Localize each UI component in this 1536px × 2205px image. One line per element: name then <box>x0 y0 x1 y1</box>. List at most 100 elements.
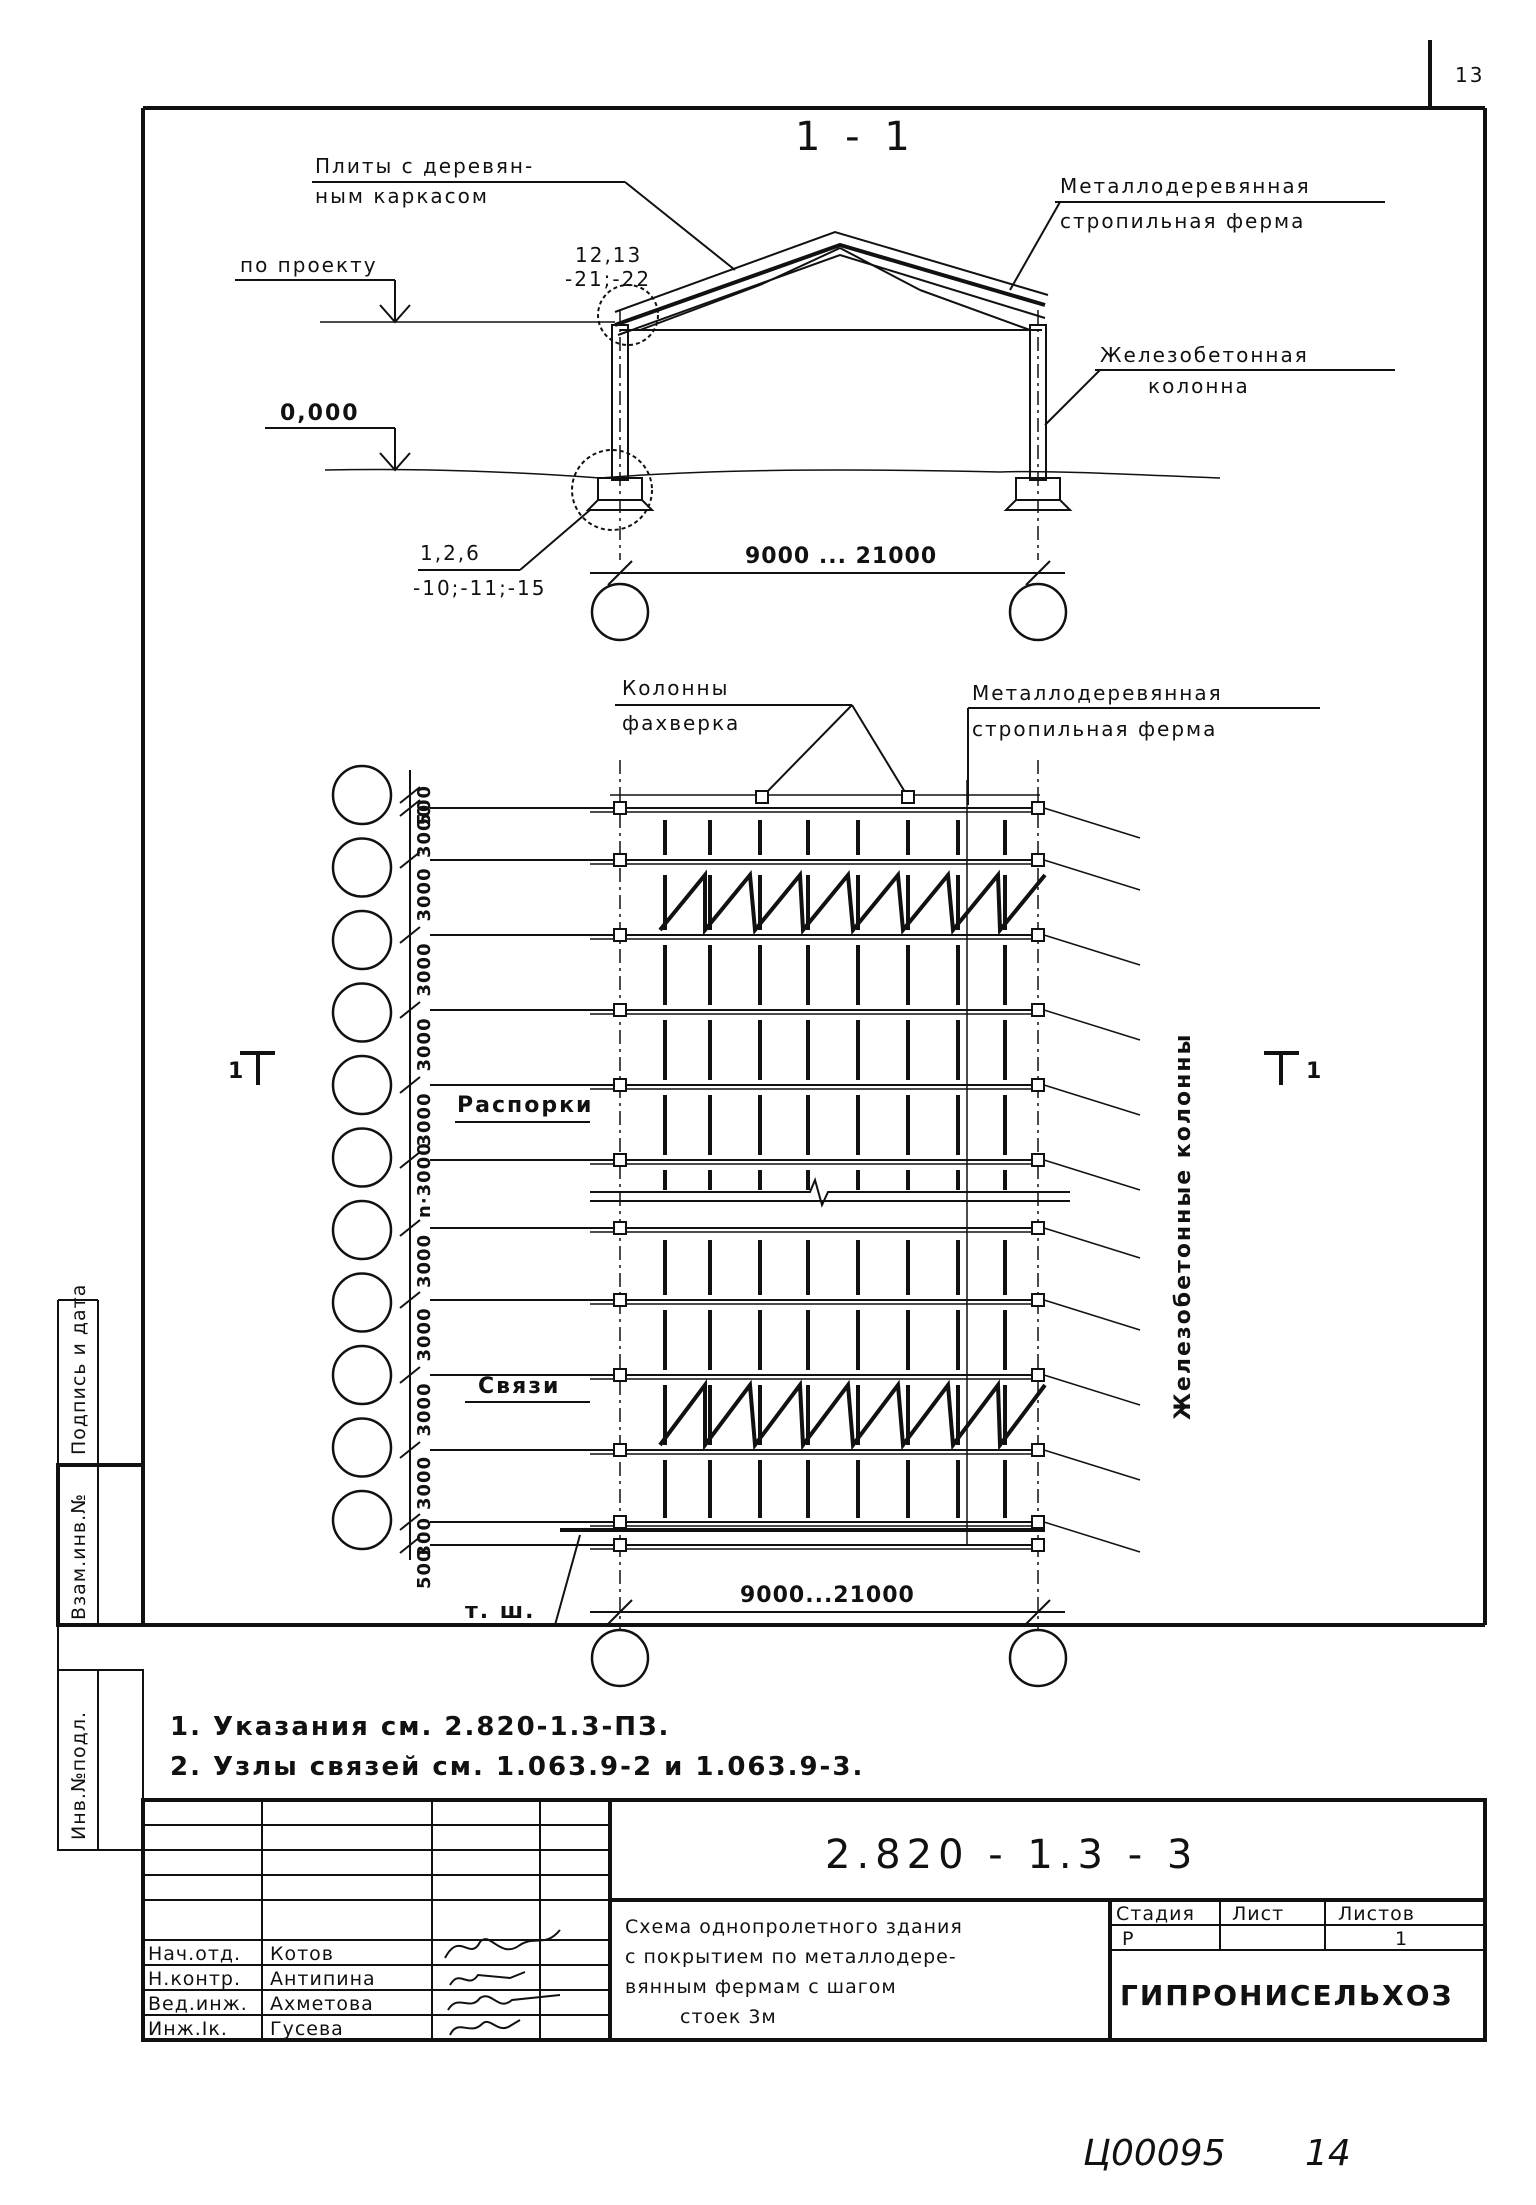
axis-bubble-row <box>331 764 393 826</box>
plan-view: Колонны фахверка Металлодеревянная строп… <box>228 676 1321 1688</box>
column-marker-left <box>613 853 627 867</box>
column-marker-left <box>613 1078 627 1092</box>
label-fachwerk-1: Колонны <box>622 676 729 700</box>
label-plan-truss-1: Металлодеревянная <box>972 681 1223 705</box>
plan-columns-right <box>1031 801 1141 1553</box>
dimension-tick <box>399 1076 421 1094</box>
label-bracing: Связи <box>478 1374 560 1399</box>
pitch-dimension-label: 3000 <box>414 1092 435 1146</box>
signature-2 <box>449 1971 526 1986</box>
dimension-tick <box>399 786 421 804</box>
title-block: 2.820 - 1.3 - 3 Схема однопролетного зда… <box>141 1798 1487 2042</box>
label-node-top-2: -21;-22 <box>565 267 651 291</box>
axis-bubble-section-left <box>590 582 650 642</box>
column-tie-line <box>1043 1159 1141 1191</box>
label-level-zero: 0,000 <box>280 401 360 426</box>
pitch-dimension-label: 3000 <box>414 1234 435 1288</box>
column-marker-left <box>613 1003 627 1017</box>
column-marker-left <box>613 1293 627 1307</box>
column-marker-left <box>613 1515 627 1529</box>
signature-4 <box>449 2019 521 2036</box>
plan-pitch-dimensions: 50030003000300030003000n·300030003000300… <box>399 770 435 1589</box>
note-1: 1. Указания см. 2.820-1.3-ПЗ. <box>170 1712 670 1742</box>
sheets-header: Листов <box>1338 1903 1415 1925</box>
axis-bubble-row <box>331 1489 393 1551</box>
staff-role-1: Нач.отд. <box>148 1943 241 1965</box>
signature-1 <box>444 1929 561 1959</box>
axis-bubble-row <box>331 837 393 898</box>
dimension-tick <box>399 1536 421 1554</box>
axis-bubble-plan-left <box>590 1628 650 1688</box>
bottom-code: Ц00095 <box>1083 2133 1225 2174</box>
label-node-bottom-1: 1,2,6 <box>420 541 481 565</box>
label-slabs-1: Плиты с деревян- <box>315 154 534 178</box>
stamp-cell-signature-date: Подпись и дата <box>68 1284 90 1455</box>
column-marker-left <box>613 1538 627 1552</box>
pitch-dimension-label: 300 <box>414 1517 435 1558</box>
label-tsh: т. ш. <box>465 1599 536 1624</box>
stamp-cell-inventory: Инв.№подл. <box>68 1711 90 1840</box>
staff-name-4: Гусева <box>270 2018 344 2040</box>
dimension-tick <box>399 1219 421 1237</box>
column-marker-left <box>613 928 627 942</box>
signature-3 <box>447 1994 561 2011</box>
stage-header: Стадия <box>1116 1903 1195 1925</box>
section-span-dim: 9000 ... 21000 <box>745 544 937 569</box>
plan-rails <box>560 794 1070 1532</box>
title-desc-2: с покрытием по металлодере- <box>625 1946 957 1968</box>
dimension-tick <box>399 1151 421 1169</box>
label-rc-column-2: колонна <box>1148 374 1250 398</box>
pitch-dimension-label: 3000 <box>414 867 435 921</box>
column-tie-line <box>1043 1009 1141 1041</box>
column-tie-line <box>1043 1521 1141 1553</box>
column-tie-line <box>1043 807 1141 839</box>
label-slabs-2: ным каркасом <box>315 184 489 208</box>
bottom-page-number: 14 <box>1305 2133 1351 2174</box>
label-node-bottom-2: -10;-11;-15 <box>413 576 546 600</box>
column-tie-line <box>1043 1449 1141 1481</box>
pitch-dimension-label: 3000 <box>414 804 435 858</box>
column-marker-right <box>1031 1153 1045 1167</box>
dimension-tick <box>399 1513 421 1531</box>
title-desc-1: Схема однопролетного здания <box>625 1916 963 1938</box>
stamp-cell-replaced-inv: Взам.инв.№ <box>68 1493 90 1620</box>
sheet-frame <box>141 40 1487 1627</box>
axis-bubble-row <box>331 1417 393 1478</box>
sheets-value: 1 <box>1395 1928 1408 1950</box>
section-title: 1 - 1 <box>795 114 916 160</box>
pitch-dimension-label: 500 <box>414 1548 435 1589</box>
label-node-top-1: 12,13 <box>575 243 642 267</box>
label-truss-2: стропильная ферма <box>1060 209 1305 233</box>
column-marker-left <box>613 1221 627 1235</box>
plan-columns-left <box>613 801 627 1552</box>
pitch-dimension-label: 3000 <box>414 942 435 996</box>
column-tie-line <box>1043 934 1141 966</box>
plan-span-dim: 9000...21000 <box>740 1583 915 1608</box>
pitch-dimension-label: 3000 <box>414 1382 435 1436</box>
fachwerk-column-marker <box>901 790 915 804</box>
dimension-tick <box>399 851 421 869</box>
section-mark-left: 1 <box>228 1059 245 1084</box>
dimension-tick <box>399 1291 421 1309</box>
pitch-dimension-label: n·3000 <box>414 1142 435 1218</box>
column-marker-right <box>1031 1221 1045 1235</box>
pitch-dimension-label: 3000 <box>414 1307 435 1361</box>
doc-code: 2.820 - 1.3 - 3 <box>825 1832 1198 1878</box>
staff-name-3: Ахметова <box>270 1993 374 2015</box>
pitch-dimension-label: 3000 <box>414 1456 435 1510</box>
dimension-tick <box>399 926 421 944</box>
column-tie-line <box>1043 1084 1141 1116</box>
dimension-tick <box>399 799 421 817</box>
axis-bubble-row <box>331 1054 393 1116</box>
column-tie-line <box>1043 859 1141 891</box>
plan-truss-rows <box>430 807 1040 1550</box>
organization: ГИПРОНИСЕЛЬХОЗ <box>1120 1979 1453 2012</box>
label-level-design: по проекту <box>240 253 378 277</box>
column-tie-line <box>1043 1299 1141 1331</box>
column-marker-right <box>1031 801 1045 815</box>
note-2: 2. Узлы связей см. 1.063.9-2 и 1.063.9-3… <box>170 1752 864 1782</box>
axis-bubble-row <box>331 1344 393 1406</box>
title-desc-4: стоек 3м <box>680 2006 777 2028</box>
section-view: 1 - 1 Плиты с деревян- ным каркасом Мета… <box>235 114 1395 642</box>
dimension-tick <box>399 1001 421 1019</box>
